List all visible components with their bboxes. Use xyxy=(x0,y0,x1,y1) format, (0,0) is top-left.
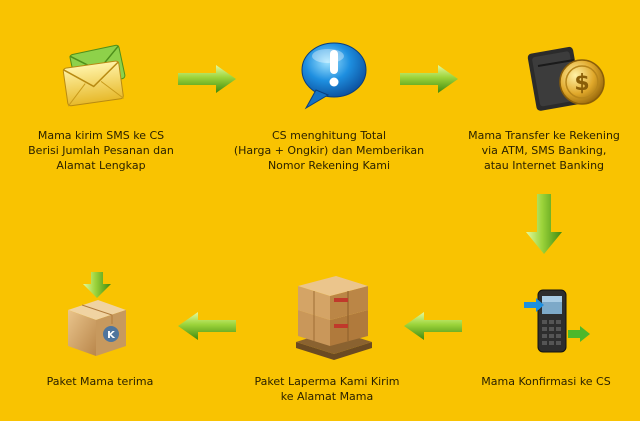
step-4-caption: Mama Konfirmasi ke CS xyxy=(456,374,636,389)
step-2-line-1: CS menghitung Total xyxy=(271,129,387,142)
step-2-line-3: Nomor Rekening Kami xyxy=(267,159,391,172)
step-1-line-2: Berisi Jumlah Pesanan dan xyxy=(28,144,174,157)
step-5-caption: Paket Laperma Kami Kirim ke Alamat Mama xyxy=(234,374,420,404)
svg-text:K: K xyxy=(107,330,116,341)
step-3-caption: Mama Transfer ke Rekening via ATM, SMS B… xyxy=(452,128,636,173)
mobile-phone-icon xyxy=(522,288,592,356)
envelope-icon xyxy=(56,34,136,114)
step-6-caption: Paket Mama terima xyxy=(14,374,186,389)
arrow-down xyxy=(526,194,562,254)
step-3-line-2: via ATM, SMS Banking, xyxy=(481,144,607,157)
step-4-line-1: Mama Konfirmasi ke CS xyxy=(481,375,611,388)
step-1-caption: Mama kirim SMS ke CS Berisi Jumlah Pesan… xyxy=(6,128,196,173)
step-1-line-1: Mama kirim SMS ke CS xyxy=(37,129,165,142)
arrow-left-2 xyxy=(178,312,236,340)
arrow-right-2 xyxy=(400,65,458,93)
exclamation-bubble-icon xyxy=(294,38,370,114)
step-5-line-2: ke Alamat Mama xyxy=(280,390,374,403)
arrow-left-1 xyxy=(404,312,462,340)
pallet-boxes-icon xyxy=(290,276,376,362)
step-6-line-1: Paket Mama terima xyxy=(46,375,154,388)
step-3-line-1: Mama Transfer ke Rekening xyxy=(468,129,620,142)
step-1-line-3: Alamat Lengkap xyxy=(56,159,146,172)
step-2-caption: CS menghitung Total (Harga + Ongkir) dan… xyxy=(224,128,434,173)
step-5-line-1: Paket Laperma Kami Kirim xyxy=(254,375,400,388)
wallet-coin-icon: $ xyxy=(524,36,608,120)
step-2-line-2: (Harga + Ongkir) dan Memberikan xyxy=(233,144,425,157)
received-box-icon: K xyxy=(62,272,132,358)
svg-text:$: $ xyxy=(574,71,589,96)
arrow-right-1 xyxy=(178,65,236,93)
step-3-line-3: atau Internet Banking xyxy=(483,159,605,172)
